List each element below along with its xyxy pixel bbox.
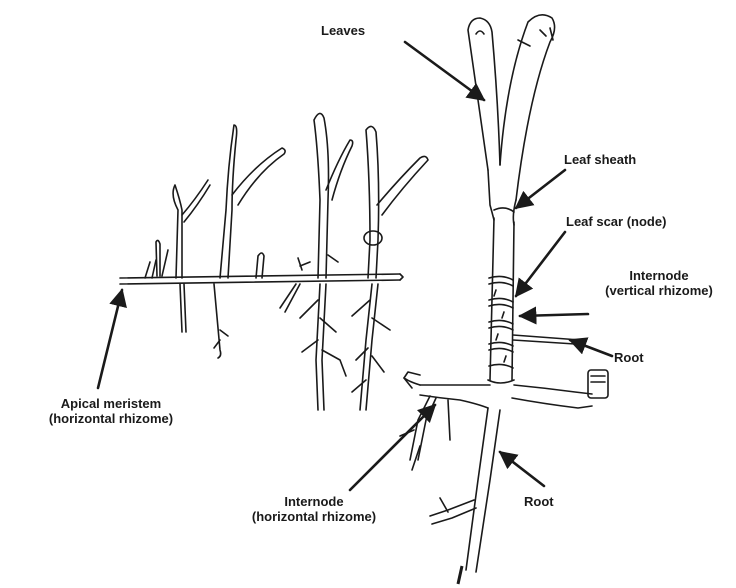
small-plant-shoots <box>145 113 428 278</box>
label-internode-vertical-line1: Internode <box>586 268 732 283</box>
arrow-leaf-sheath <box>516 170 565 208</box>
vertical-rhizome <box>488 218 514 383</box>
label-apical-meristem-line2: (horizontal rhizome) <box>22 411 200 426</box>
arrow-root-upper <box>570 340 612 356</box>
arrow-internode-vertical <box>520 314 588 316</box>
label-apical-meristem-line1: Apical meristem <box>22 396 200 411</box>
label-leaves: Leaves <box>321 23 365 38</box>
arrow-apical-meristem <box>98 290 122 388</box>
arrow-internode-horizontal <box>350 405 435 490</box>
label-internode-horizontal-line1: Internode <box>232 494 396 509</box>
label-root-lower: Root <box>524 494 554 509</box>
root-tip <box>458 566 462 584</box>
label-leaf-scar: Leaf scar (node) <box>566 214 666 229</box>
label-internode-horizontal-line2: (horizontal rhizome) <box>232 509 396 524</box>
arrow-leaf-scar <box>516 232 565 296</box>
small-plant-roots <box>180 284 390 410</box>
label-root-upper: Root <box>614 350 644 365</box>
label-internode-vertical-line2: (vertical rhizome) <box>586 283 732 298</box>
lower-root <box>430 408 500 572</box>
large-plant-leaves <box>468 15 555 225</box>
label-internode-vertical: Internode (vertical rhizome) <box>586 268 732 298</box>
label-apical-meristem: Apical meristem (horizontal rhizome) <box>22 396 200 426</box>
label-internode-horizontal: Internode (horizontal rhizome) <box>232 494 396 524</box>
arrow-root-lower <box>500 452 544 486</box>
arrow-leaves <box>405 42 484 100</box>
label-leaf-sheath: Leaf sheath <box>564 152 636 167</box>
